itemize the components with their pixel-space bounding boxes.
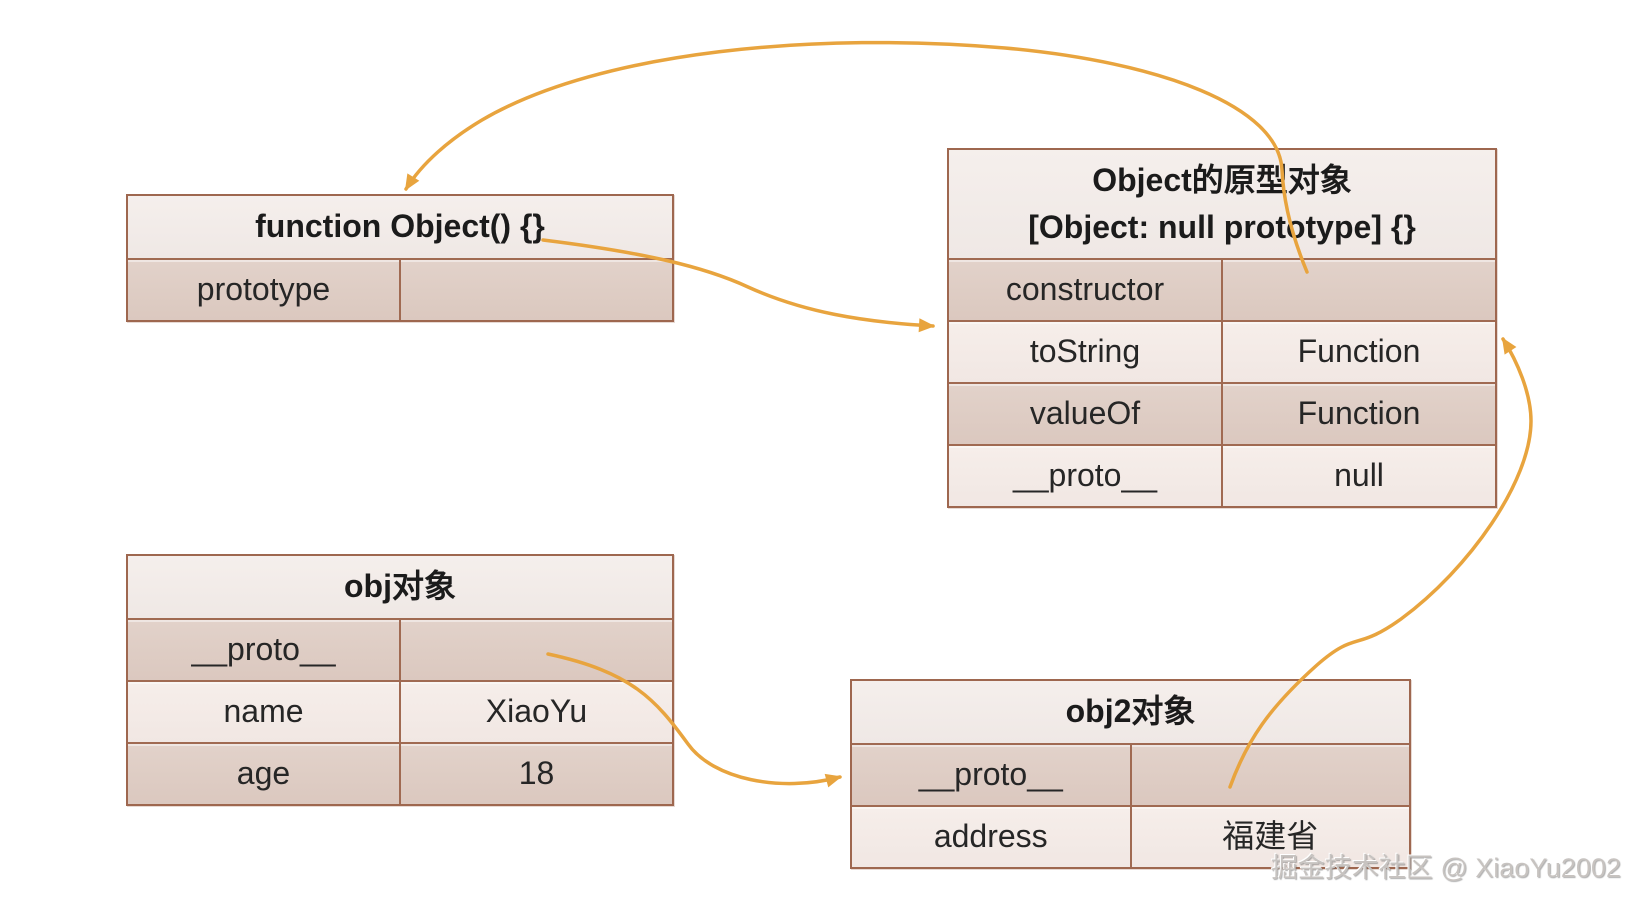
row-key-prototype: prototype <box>128 260 401 320</box>
row-key-valueof: valueOf <box>949 384 1223 444</box>
table-function-object-title: function Object() {} <box>128 196 672 258</box>
table-row: __proto__ <box>852 743 1409 805</box>
table-row: constructor <box>949 258 1495 320</box>
title-line-1: Object的原型对象 <box>1092 162 1352 198</box>
row-key-proto: __proto__ <box>128 620 401 680</box>
table-function-object: function Object() {} prototype <box>126 194 674 322</box>
row-value-valueof: Function <box>1223 384 1495 444</box>
table-row: prototype <box>128 258 672 320</box>
table-row: __proto__ <box>128 618 672 680</box>
row-key-constructor: constructor <box>949 260 1223 320</box>
row-value-tostring: Function <box>1223 322 1495 382</box>
table-row: age 18 <box>128 742 672 804</box>
table-row: name XiaoYu <box>128 680 672 742</box>
row-value-name: XiaoYu <box>401 682 672 742</box>
row-key-address: address <box>852 807 1132 867</box>
row-value-prototype <box>401 260 672 320</box>
table-object-prototype: Object的原型对象 [Object: null prototype] {} … <box>947 148 1497 508</box>
table-row: address 福建省 <box>852 805 1409 867</box>
table-obj-title: obj对象 <box>128 556 672 618</box>
row-key-proto: __proto__ <box>852 745 1132 805</box>
table-row: valueOf Function <box>949 382 1495 444</box>
row-key-tostring: toString <box>949 322 1223 382</box>
table-obj2: obj2对象 __proto__ address 福建省 <box>850 679 1411 869</box>
table-obj: obj对象 __proto__ name XiaoYu age 18 <box>126 554 674 806</box>
row-value-proto <box>1131 745 1409 805</box>
row-value-address: 福建省 <box>1131 807 1409 867</box>
row-value-proto <box>401 620 672 680</box>
table-obj2-title: obj2对象 <box>852 681 1409 743</box>
row-key-proto: __proto__ <box>949 446 1223 506</box>
row-value-proto: null <box>1223 446 1495 506</box>
table-row: toString Function <box>949 320 1495 382</box>
row-value-age: 18 <box>401 744 672 804</box>
row-key-age: age <box>128 744 401 804</box>
table-row: __proto__ null <box>949 444 1495 506</box>
watermark: 掘金技术社区 @ XiaoYu2002 <box>1270 853 1621 883</box>
table-object-prototype-title: Object的原型对象 [Object: null prototype] {} <box>949 150 1495 258</box>
title-line-2: [Object: null prototype] {} <box>1028 209 1416 245</box>
row-key-name: name <box>128 682 401 742</box>
row-value-constructor <box>1223 260 1495 320</box>
